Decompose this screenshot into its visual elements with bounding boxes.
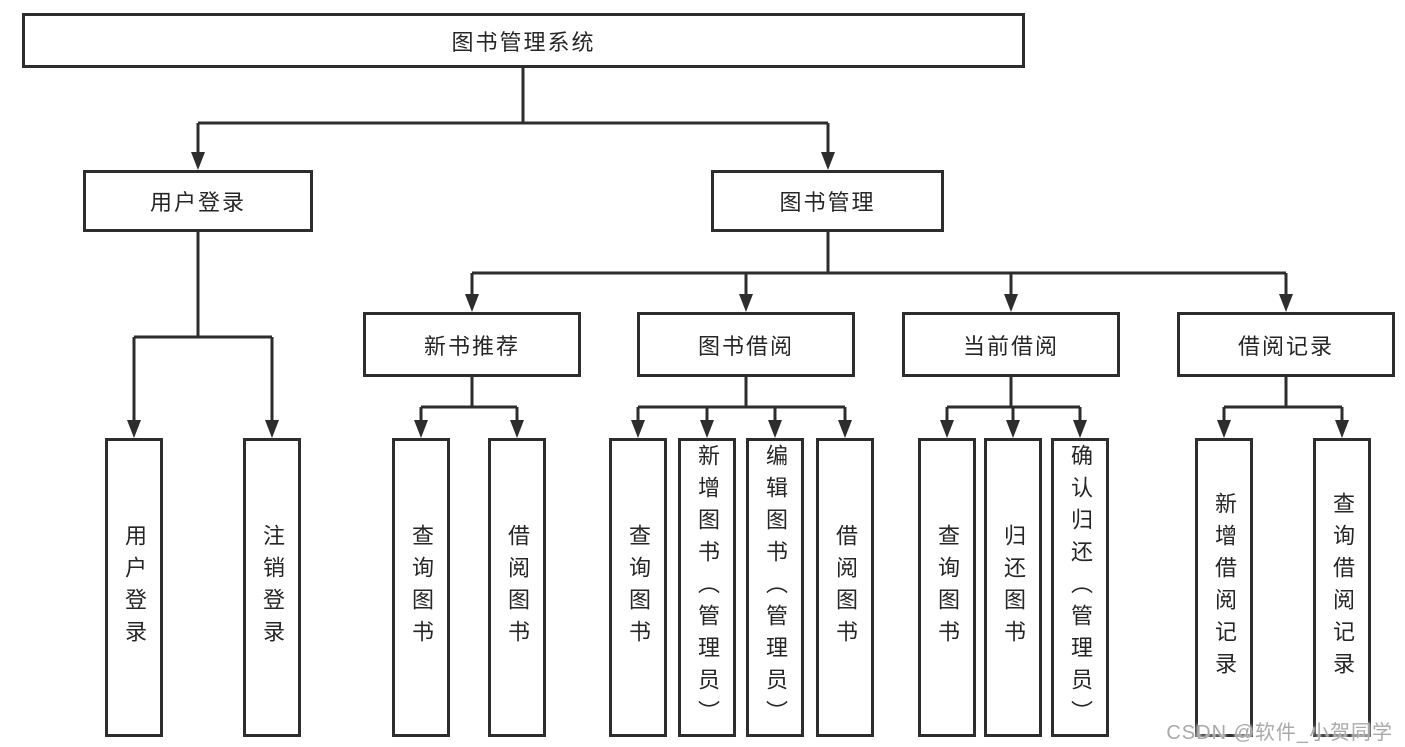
arrowhead-down-icon — [631, 420, 645, 438]
node-label: 新增图书（管理员） — [695, 443, 720, 732]
node-label: 查询借阅记录 — [1330, 491, 1355, 684]
node-borrowing-records: 借阅记录 — [1177, 312, 1395, 377]
leaf-logout: 注销登录 — [243, 438, 301, 737]
arrowhead-down-icon — [821, 152, 835, 170]
node-label: 确认归还（管理员） — [1068, 443, 1093, 732]
connector-records-to-leaves — [1222, 377, 1344, 424]
arrowhead-down-icon — [1006, 420, 1020, 438]
arrowhead-down-icon — [127, 420, 141, 438]
arrowhead-down-icon — [940, 420, 954, 438]
arrowhead-down-icon — [414, 420, 428, 438]
node-label: 图书管理 — [779, 190, 876, 215]
arrowhead-down-icon — [1004, 294, 1018, 312]
arrowhead-down-icon — [700, 420, 714, 438]
connector-borrow-to-leaves — [636, 377, 847, 424]
arrowhead-down-icon — [1279, 294, 1293, 312]
connector-newbook-to-leaves — [419, 377, 519, 424]
leaf-records-add-record: 新增借阅记录 — [1195, 438, 1253, 737]
leaf-newbook-borrow-books: 借阅图书 — [488, 438, 546, 737]
node-label: 归还图书 — [1001, 523, 1026, 652]
arrowhead-down-icon — [768, 420, 782, 438]
leaf-current-query-books: 查询图书 — [918, 438, 976, 737]
node-label: 当前借阅 — [962, 333, 1059, 359]
arrowhead-down-icon — [465, 294, 479, 312]
arrowhead-down-icon — [1217, 420, 1231, 438]
node-label: 用户登录 — [122, 523, 147, 652]
leaf-borrow-edit-books-admin: 编辑图书（管理员） — [746, 438, 804, 737]
node-book-management: 图书管理 — [711, 170, 944, 232]
arrowhead-down-icon — [191, 152, 205, 170]
node-label: 借阅图书 — [505, 523, 530, 652]
node-current-borrowing: 当前借阅 — [902, 312, 1120, 377]
arrowhead-down-icon — [1073, 420, 1087, 438]
connector-lines — [132, 68, 1344, 424]
node-label: 查询图书 — [626, 523, 651, 652]
node-label: 图书管理系统 — [451, 29, 596, 55]
leaf-current-confirm-return-admin: 确认归还（管理员） — [1051, 438, 1109, 737]
node-label: 新增借阅记录 — [1212, 491, 1237, 684]
leaf-current-return-books: 归还图书 — [984, 438, 1042, 737]
node-label: 用户登录 — [149, 190, 246, 215]
leaf-user-login: 用户登录 — [105, 438, 163, 737]
node-label: 新书推荐 — [423, 333, 520, 359]
node-label: 图书借阅 — [697, 333, 794, 359]
arrowhead-down-icon — [739, 294, 753, 312]
arrowhead-down-icon — [1335, 420, 1349, 438]
arrowhead-down-icon — [265, 420, 279, 438]
node-label: 编辑图书（管理员） — [763, 443, 788, 732]
connector-current-to-leaves — [945, 377, 1082, 424]
leaf-borrow-borrow-books: 借阅图书 — [816, 438, 874, 737]
node-label: 查询图书 — [935, 523, 960, 652]
node-book-borrowing: 图书借阅 — [637, 312, 855, 377]
node-label: 借阅记录 — [1237, 333, 1334, 359]
leaf-newbook-query-books: 查询图书 — [392, 438, 450, 737]
arrowhead-down-icon — [838, 420, 852, 438]
leaf-records-query-record: 查询借阅记录 — [1313, 438, 1371, 737]
leaf-borrow-add-books-admin: 新增图书（管理员） — [678, 438, 736, 737]
arrowheads — [127, 152, 1349, 438]
csdn-watermark: CSDN @软件_小贺同学 — [1166, 722, 1393, 744]
connector-root-to-level2 — [196, 68, 830, 156]
node-library-management-system: 图书管理系统 — [22, 13, 1025, 68]
node-user-login: 用户登录 — [83, 170, 313, 232]
node-new-book-recommend: 新书推荐 — [363, 312, 581, 377]
node-label: 查询图书 — [409, 523, 434, 652]
node-label: 借阅图书 — [833, 523, 858, 652]
node-label: 注销登录 — [260, 523, 285, 652]
connector-userlogin-to-leaves — [132, 232, 274, 424]
leaf-borrow-query-books: 查询图书 — [609, 438, 667, 737]
connector-bookmgmt-to-level3 — [470, 232, 1288, 298]
arrowhead-down-icon — [510, 420, 524, 438]
